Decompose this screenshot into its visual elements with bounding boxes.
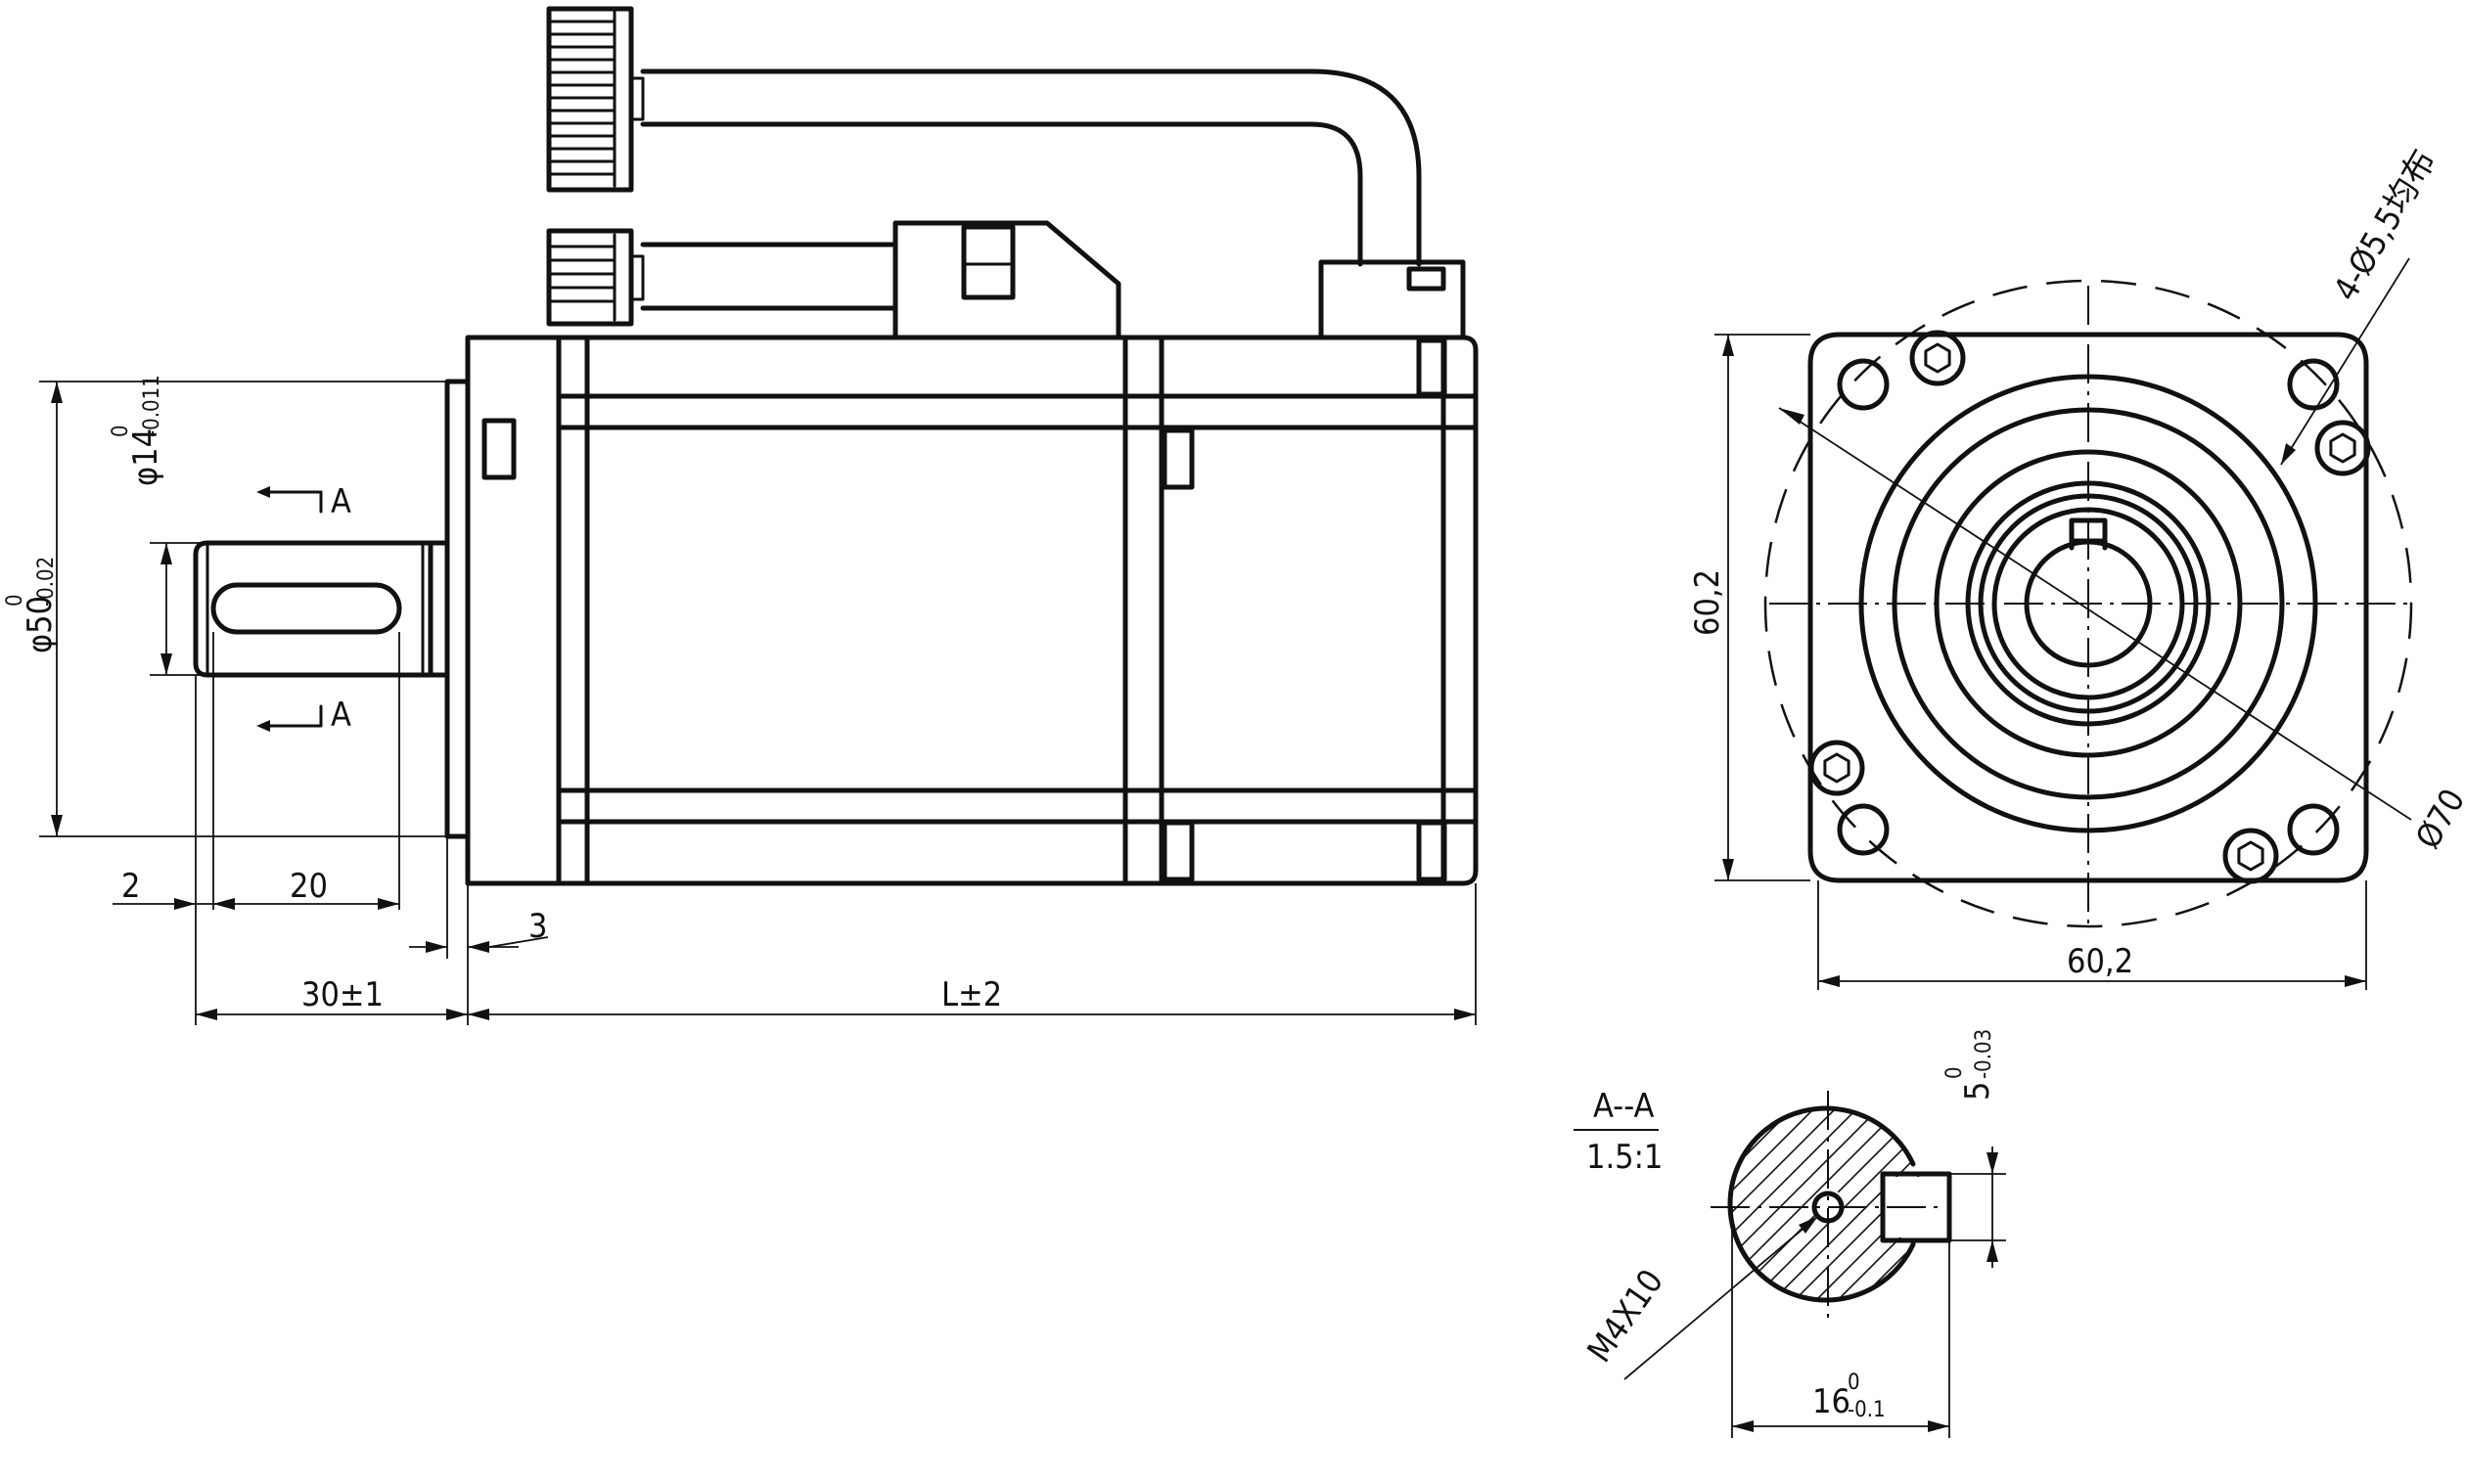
dim-mounting-holes-text: 4-Ø5,5均布 [2326,143,2443,307]
mounting-holes [1837,358,2340,856]
hex-screws [1808,330,2371,884]
side-view: A A φ50 0 -0.02 [3,6,1479,1025]
dim-keyway-length: 20 [213,867,399,910]
dim-front-height-text: 60,2 [1688,569,1727,636]
dim-key-height-tol-lower: -0.1 [1848,1398,1886,1422]
flange-spigot [444,379,471,839]
dim-front-height: 60,2 [1688,334,1810,881]
dim-shaft-tol-upper: 0 [109,425,133,437]
section-title: A--A [1593,1087,1655,1126]
dim-shaft-diameter: φ14 0 -0.011 [109,375,201,676]
key-section [1880,1171,1952,1243]
section-mark-lower: A [256,696,351,735]
dim-key-height: 16 0 -0.1 [1731,1207,1950,1438]
dim-body-length-text: L±2 [941,975,1002,1014]
dim-key-width-tol-lower: -0.03 [1972,1029,1996,1079]
dim-shaft-length-text: 30±1 [301,975,384,1014]
dim-key-width-text: 5 [1958,1082,1997,1101]
dim-thread-text: M4X10 [1580,1263,1671,1371]
dim-keyway-offset: 2 [113,867,235,910]
dim-body-length: L±2 [468,975,1476,1020]
dim-key-height-tol-upper: 0 [1848,1371,1860,1395]
encoder-connector [546,6,645,193]
dim-shaft-tol-lower: -0.011 [140,375,164,437]
dim-pcd-text: Ø70 [2408,783,2466,856]
dim-keyway-offset-text: 2 [121,867,140,906]
encoder-cable [640,68,1422,267]
dim-key-height-text: 16 [1812,1382,1850,1421]
shaft-keyway [210,582,402,635]
dim-flange-step: 3 [409,907,549,953]
shaft-section-outline [1727,1105,1916,1303]
section-mark-upper: A [256,482,351,521]
section-scale: 1.5:1 [1586,1138,1663,1177]
dim-shaft-length: 30±1 [196,975,468,1020]
motor-body [465,335,1479,886]
power-connector [546,228,645,327]
dim-flange-tol-upper: 0 [3,594,27,607]
section-view: A--A 1.5:1 M4X10 5 [1574,1029,2006,1438]
dim-flange-tol-lower: -0.02 [34,557,59,607]
pcd-circle [1763,279,2413,928]
dim-flange-diameter: φ50 0 -0.02 [3,381,447,837]
section-letter-lower: A [331,696,351,735]
dim-flange-step-text: 3 [528,907,547,946]
dim-keyway-length-text: 20 [290,867,328,906]
front-flange [1807,332,2369,883]
dim-flange-diameter-text: φ50 [21,596,60,653]
dim-shaft-diameter-text: φ14 [126,428,165,486]
dim-thread: M4X10 [1580,1215,1819,1380]
front-view: 4-Ø5,5均布 Ø70 60,2 60,2 [1688,143,2466,990]
power-cable-gland [892,220,1121,340]
dim-front-width: 60,2 [1817,880,2367,990]
dim-key-width-tol-upper: 0 [1942,1066,1967,1079]
section-letter-upper: A [331,482,351,521]
dim-front-width-text: 60,2 [2067,942,2133,981]
front-shaft [2024,539,2153,668]
shaft [193,540,450,678]
dim-key-width: 5 0 -0.03 [1942,1029,2006,1268]
encoder-cable-gland [1318,259,1466,340]
